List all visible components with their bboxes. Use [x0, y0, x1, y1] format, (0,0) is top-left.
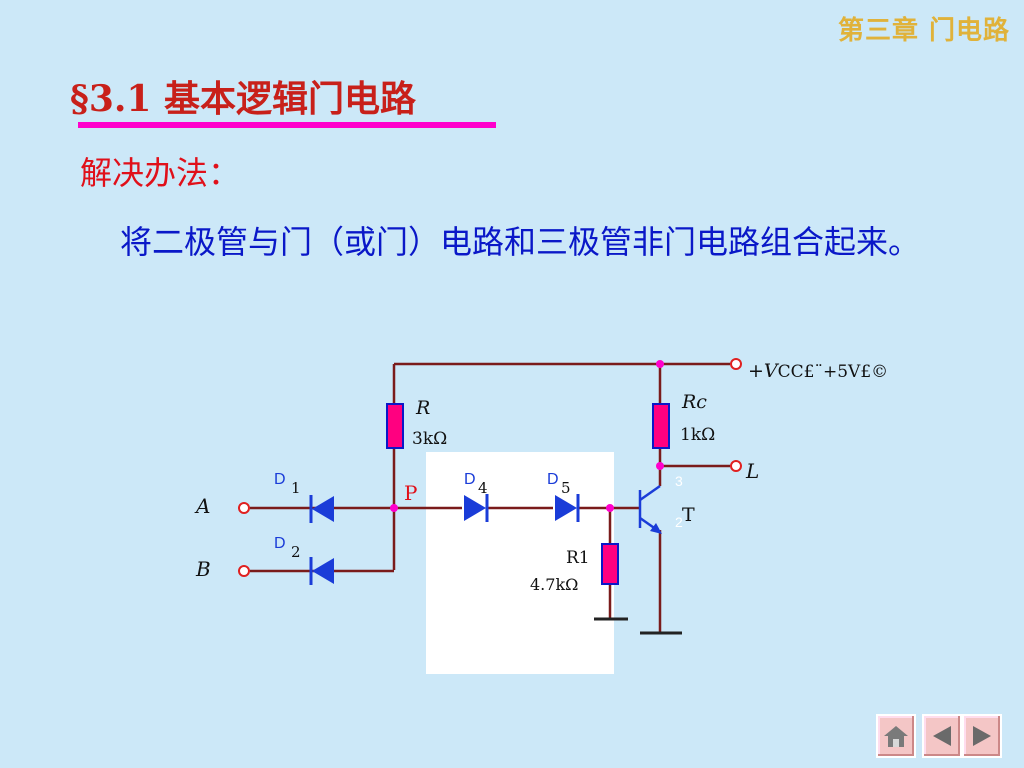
resistor-rc [652, 403, 670, 449]
subheading: 解决办法： [80, 154, 241, 192]
label-rc-value: 1kΩ [680, 425, 715, 445]
label-vcc-rest: CC£¨+5V£© [778, 362, 888, 382]
diode-d2 [309, 557, 334, 585]
label-l: L [745, 459, 759, 483]
diode-d1 [309, 495, 334, 523]
transistor-arrow [650, 523, 662, 534]
node-top [656, 360, 664, 368]
label-rc: Rc [681, 391, 707, 413]
resistor-r [386, 403, 404, 449]
label-r1-value: 4.7kΩ [530, 575, 578, 594]
label-d1-sub: 1 [291, 479, 301, 497]
label-d2: D [274, 535, 286, 552]
body-paragraph: 将二极管与门（或门）电路和三极管非门电路组合起来。 [120, 223, 921, 261]
highlight-panel [426, 452, 614, 674]
next-button[interactable] [962, 714, 1002, 758]
section-title: §3.1 基本逻辑门电路 [70, 78, 416, 120]
diode-d4 [464, 494, 489, 522]
chapter-label: 第三章 门电路 [837, 16, 1010, 46]
label-vcc: +VCC£¨+5V£© [748, 360, 888, 382]
terminal-a [238, 502, 250, 514]
label-p: P [404, 481, 417, 505]
label-pin3: 3 [675, 473, 683, 489]
label-d4: D [464, 471, 476, 488]
label-d1: D [274, 471, 286, 488]
label-vcc-v: V [764, 360, 780, 382]
label-d5-sub: 5 [561, 479, 571, 497]
node-base [606, 504, 614, 512]
triangle-right-icon [973, 726, 991, 746]
terminal-l [730, 460, 742, 472]
title-underline [78, 122, 496, 128]
home-button[interactable] [876, 714, 916, 758]
resistor-r1 [601, 543, 619, 585]
node-output [656, 462, 664, 470]
wires [250, 362, 730, 632]
label-d2-sub: 2 [291, 543, 301, 561]
terminal-b [238, 565, 250, 577]
label-r-value: 3kΩ [412, 429, 447, 449]
label-r: R [415, 397, 430, 419]
label-d4-sub: 4 [478, 479, 488, 497]
home-icon [884, 726, 908, 747]
terminal-vcc [730, 358, 742, 370]
label-pin2: 2 [675, 514, 683, 530]
prev-button[interactable] [922, 714, 962, 758]
triangle-left-icon [933, 726, 951, 746]
diode-d5 [555, 494, 580, 522]
label-a: A [194, 494, 210, 518]
label-d5: D [547, 471, 559, 488]
node-p [390, 504, 398, 512]
label-vcc-plus: + [748, 360, 764, 382]
label-t: T [682, 504, 695, 526]
label-b: B [195, 557, 211, 581]
label-r1: R1 [566, 548, 590, 568]
